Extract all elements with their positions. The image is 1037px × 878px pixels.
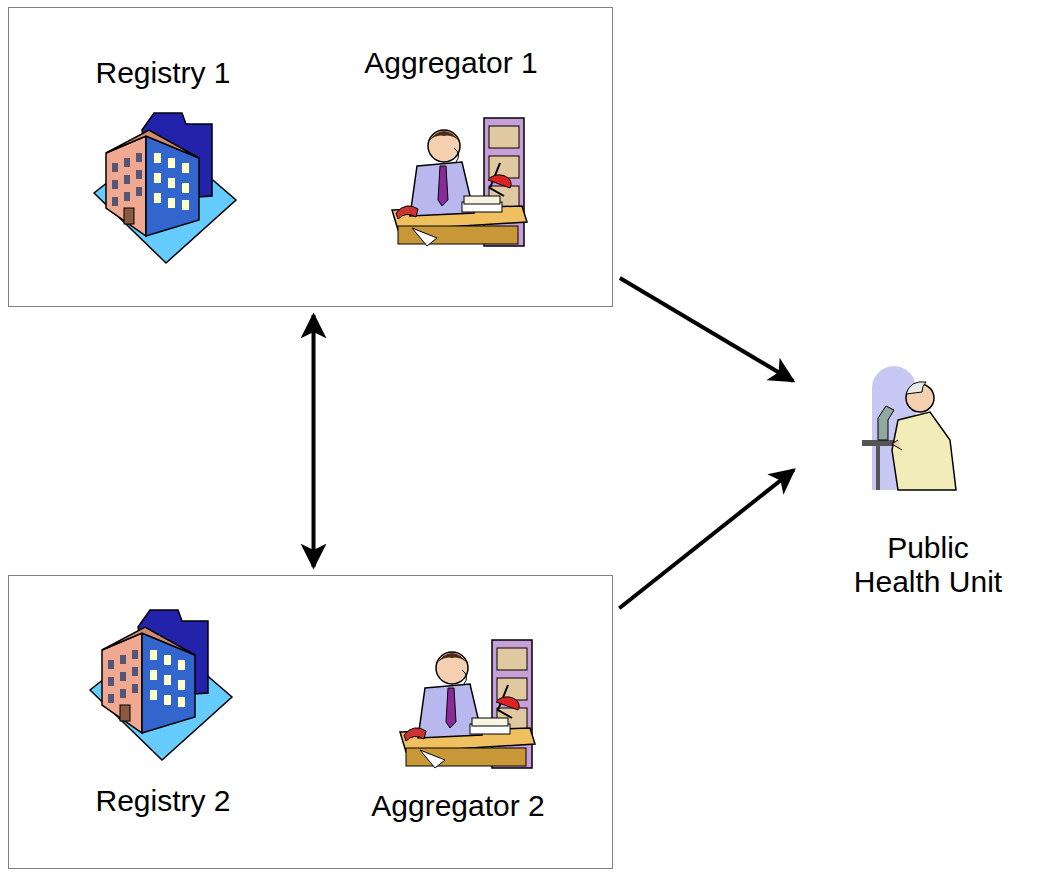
aggregator-figure	[392, 118, 527, 246]
node-label: Registry 2	[95, 784, 230, 819]
flow-arrow	[619, 470, 793, 608]
registry-building	[94, 113, 236, 263]
group-box: Registry 1 Aggregator 1	[8, 7, 613, 307]
group-box: Registry 2 Aggregator 2	[8, 575, 613, 869]
node-label: Public Health Unit	[853, 531, 1003, 600]
aggregator-figure	[400, 640, 535, 768]
scientist-figure	[862, 366, 956, 490]
public-health-unit: Public Health Unit	[800, 355, 1035, 605]
registry-building	[90, 610, 232, 760]
node-label: Aggregator 1	[364, 46, 537, 81]
flow-arrow	[312, 315, 316, 567]
node-label: Registry 1	[95, 56, 230, 91]
flow-arrow	[620, 278, 793, 381]
node-label: Aggregator 2	[371, 789, 544, 824]
